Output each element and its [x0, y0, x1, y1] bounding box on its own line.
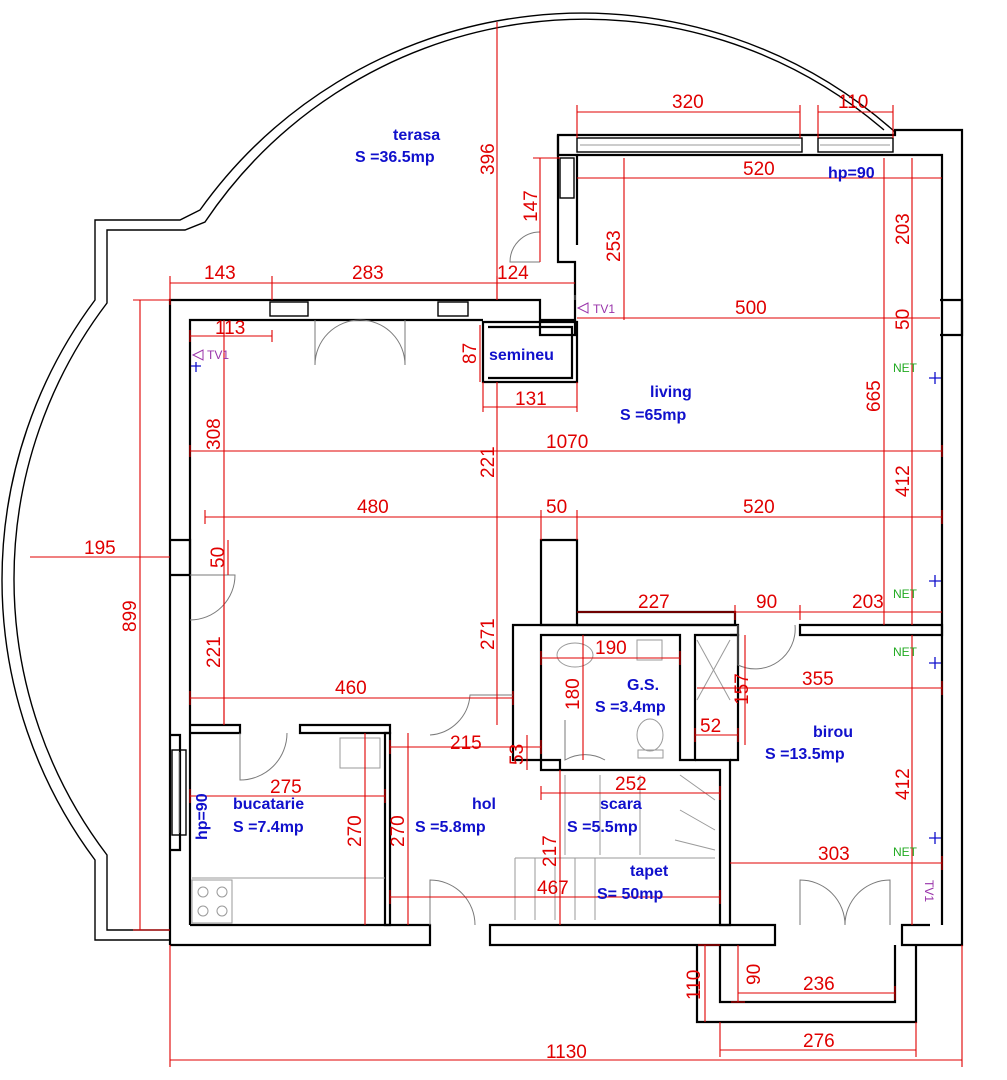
- dim-270-b: 270: [388, 815, 409, 847]
- dim-217: 217: [540, 835, 561, 867]
- dim-143: 143: [204, 263, 236, 284]
- room-hol-area: S =5.8mp: [415, 819, 486, 836]
- dim-480: 480: [357, 497, 389, 518]
- dim-276: 276: [803, 1031, 835, 1052]
- net-outlet-1: NET: [893, 361, 941, 384]
- tv-outlet-birou: TV1: [922, 880, 936, 902]
- terrace-outline: [1, 12, 896, 941]
- dim-50-right: 50: [893, 309, 914, 330]
- room-birou-area: S =13.5mp: [765, 746, 845, 763]
- fixtures: [191, 639, 731, 924]
- stairs: [514, 774, 716, 920]
- dim-157: 157: [732, 673, 753, 705]
- dim-227: 227: [638, 592, 670, 613]
- net-label-2: NET: [893, 587, 918, 601]
- tv-outlet-left: TV1: [191, 348, 229, 372]
- room-living-area: S =65mp: [620, 407, 686, 424]
- dim-320: 320: [672, 92, 704, 113]
- dim-412-bot: 412: [893, 768, 914, 800]
- room-hol-name: hol: [472, 796, 496, 813]
- dim-50-left: 50: [208, 547, 229, 568]
- net-outlet-3: NET: [893, 645, 941, 669]
- dim-520-mid: 520: [743, 497, 775, 518]
- dim-147: 147: [521, 190, 542, 222]
- room-scara-name: scara: [600, 796, 642, 813]
- dim-215: 215: [450, 733, 482, 754]
- dim-271: 271: [478, 618, 499, 650]
- room-bucatarie-name: bucatarie: [233, 796, 304, 813]
- label-hp-living: hp=90: [828, 165, 875, 182]
- net-label-4: NET: [893, 845, 918, 859]
- room-scara-area: S =5.5mp: [567, 819, 638, 836]
- dim-520-top: 520: [743, 159, 775, 180]
- dimension-lines: [30, 22, 963, 1067]
- room-bucatarie-area: S =7.4mp: [233, 819, 304, 836]
- dim-180: 180: [563, 678, 584, 710]
- net-outlet-2: NET: [893, 575, 941, 601]
- dim-252: 252: [615, 774, 647, 795]
- dim-308: 308: [204, 418, 225, 450]
- dim-53: 53: [507, 744, 528, 765]
- dim-303: 303: [818, 844, 850, 865]
- dim-131: 131: [515, 389, 547, 410]
- dim-195: 195: [84, 538, 116, 559]
- windows: [171, 137, 894, 836]
- room-gs-area: S =3.4mp: [595, 699, 666, 716]
- dim-412-top: 412: [893, 465, 914, 497]
- dim-396: 396: [478, 143, 499, 175]
- dim-500: 500: [735, 298, 767, 319]
- dim-460: 460: [335, 678, 367, 699]
- room-terasa-name: terasa: [393, 127, 440, 144]
- dim-110-top: 110: [838, 92, 868, 113]
- tv-outlet-living: TV1: [576, 302, 615, 316]
- room-terasa-area: S =36.5mp: [355, 149, 435, 166]
- dim-203-mid: 203: [852, 592, 884, 613]
- tv-label-2: TV1: [207, 348, 229, 362]
- dim-203-top: 203: [893, 213, 914, 245]
- dim-275: 275: [270, 777, 302, 798]
- room-birou-name: birou: [813, 724, 853, 741]
- dim-1130: 1130: [546, 1042, 587, 1063]
- dim-87: 87: [460, 343, 481, 364]
- tv-label-1: TV1: [593, 302, 615, 316]
- dim-253: 253: [604, 230, 625, 262]
- dim-221-mid: 221: [478, 446, 499, 478]
- room-gs-name: G.S.: [627, 677, 659, 694]
- room-tapet-name: tapet: [630, 863, 669, 880]
- dim-113: 113: [215, 318, 245, 339]
- dimension-labels: 320 110 396 520 147 253 203 143 283 124 …: [84, 92, 914, 1063]
- room-living-name: living: [650, 384, 692, 401]
- dim-467: 467: [537, 878, 569, 899]
- dim-50-mid: 50: [546, 497, 567, 518]
- label-hp-kitchen: hp=90: [194, 793, 211, 840]
- dim-283: 283: [352, 263, 384, 284]
- dim-52: 52: [700, 716, 721, 737]
- dim-90-mid: 90: [756, 592, 777, 613]
- net-label-3: NET: [893, 645, 918, 659]
- dim-124: 124: [497, 263, 529, 284]
- outlets: TV1 TV1 TV1 NET NET NET NET: [191, 302, 941, 902]
- net-label-1: NET: [893, 361, 918, 375]
- dim-270-a: 270: [345, 815, 366, 847]
- dim-355: 355: [802, 669, 834, 690]
- dim-221-left: 221: [204, 636, 225, 668]
- dim-236: 236: [803, 974, 835, 995]
- dim-665: 665: [864, 380, 885, 412]
- dim-190: 190: [595, 638, 627, 659]
- dim-110-bot: 110: [684, 970, 705, 1000]
- dim-1070: 1070: [546, 432, 588, 453]
- dim-899: 899: [120, 600, 141, 632]
- room-semineu-name: semineu: [489, 347, 554, 364]
- dim-90-bot: 90: [744, 964, 765, 985]
- tv-label-3: TV1: [922, 880, 936, 902]
- room-labels: terasa S =36.5mp living S =65mp semineu …: [194, 127, 875, 903]
- room-tapet-area: S= 50mp: [597, 886, 663, 903]
- net-outlet-4: NET: [893, 832, 941, 859]
